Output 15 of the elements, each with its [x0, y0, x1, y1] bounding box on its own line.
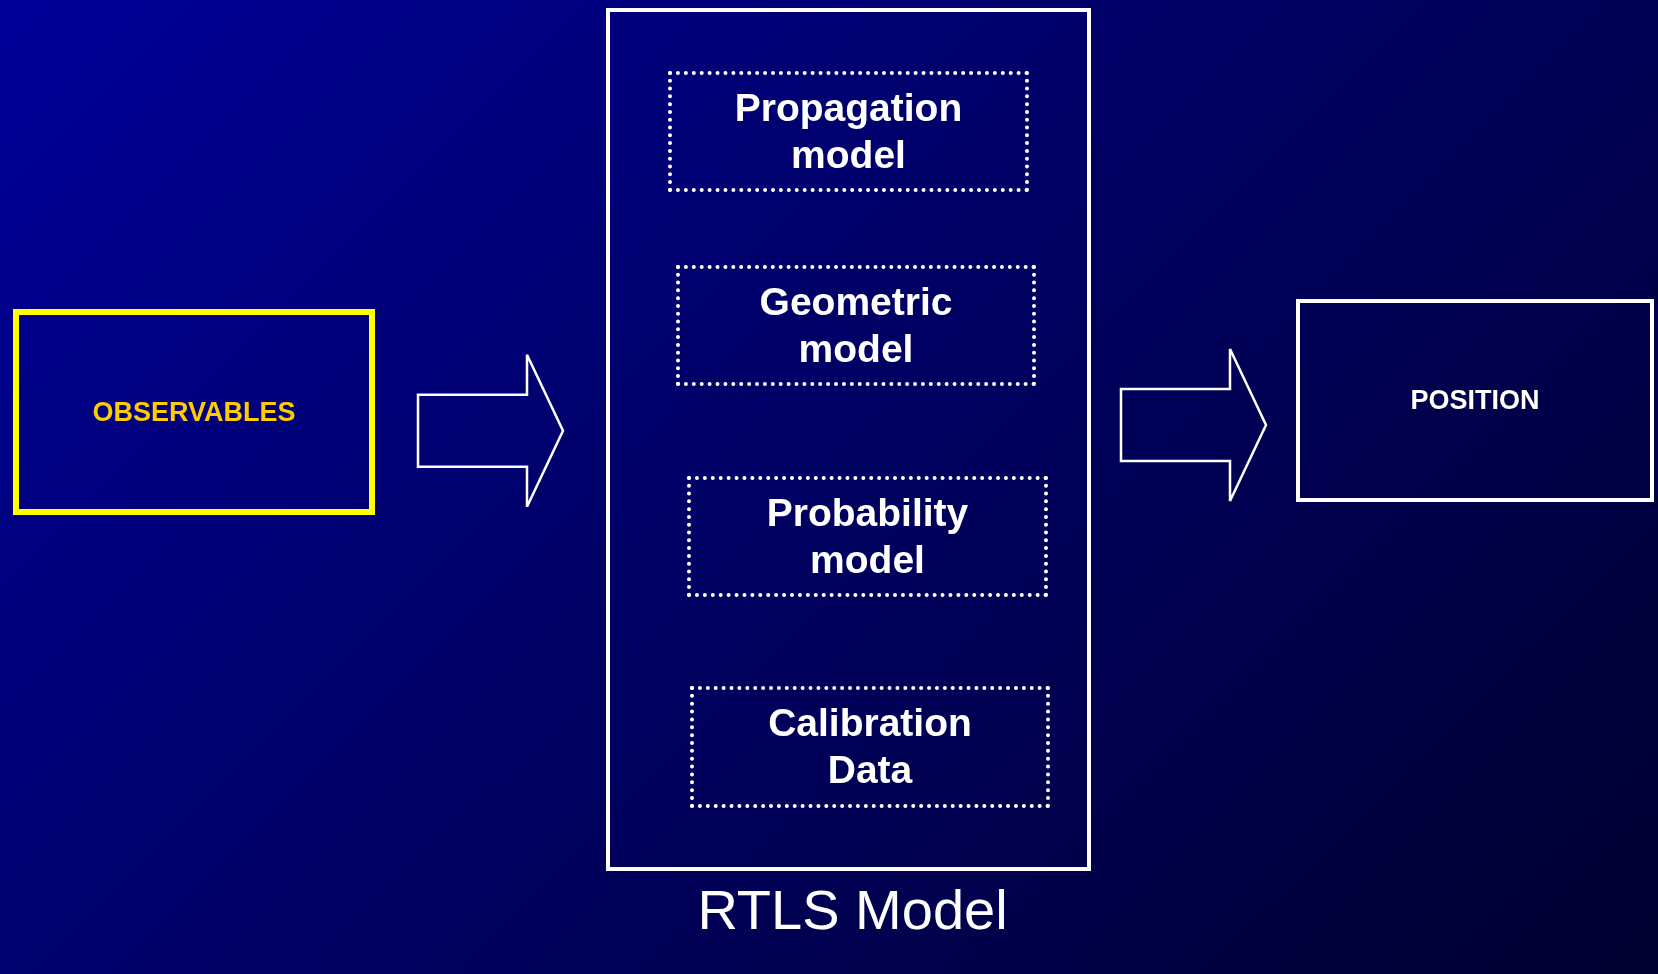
output-box — [1296, 299, 1654, 502]
box-label: Calibration Data — [767, 700, 973, 793]
box-label: Propagation model — [733, 84, 964, 178]
input-box — [13, 309, 375, 515]
data-box — [690, 686, 1050, 808]
model-box — [668, 71, 1029, 192]
box-label: Probability model — [765, 489, 970, 583]
model-box — [687, 476, 1048, 597]
container-title: RTLS Model — [696, 877, 1009, 942]
box-label: POSITION — [1410, 384, 1540, 417]
block-arrow — [416, 353, 565, 508]
box-label: Geometric model — [758, 278, 954, 372]
model-box — [676, 265, 1036, 386]
block-arrow — [1119, 347, 1268, 503]
box-label: OBSERVABLES — [92, 395, 296, 429]
